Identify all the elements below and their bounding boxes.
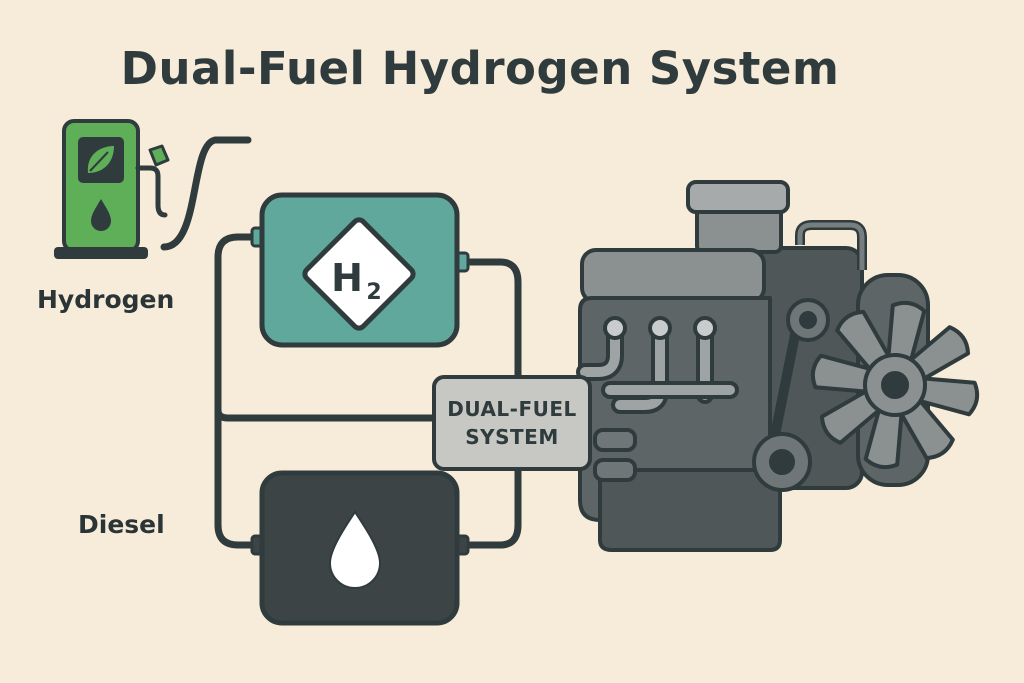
fan-icon [810,273,980,487]
pipe-h2-to-hub [453,258,522,379]
engine-side-rib-1 [593,428,637,452]
pipe-left-loop [214,233,266,549]
fuel-pump-icon [54,119,170,259]
water-drop-icon [91,199,111,231]
pump-nozzle-handle [148,144,170,167]
diagram-title: Dual-Fuel Hydrogen System [120,42,840,95]
hub-label-line1: DUAL-FUEL [447,397,577,421]
engine-side-rib-2 [593,458,637,482]
engine-bracket-inner [797,222,865,270]
engine-air-cleaner-cap [686,180,790,214]
dual-fuel-system-box: DUAL-FUEL SYSTEM [432,375,592,471]
hydrogen-label: Hydrogen [37,285,175,314]
engine-valve-cover [580,248,766,304]
pump-hose [160,136,252,251]
pipes [160,136,624,549]
h2-subscript: 2 [366,280,381,305]
diesel-label: Diesel [78,510,165,539]
diesel-tank [259,470,460,626]
pipe-left-to-hub [214,406,436,422]
hydrogen-h2-icon: H 2 [302,217,416,331]
engine-pulley-upper-hub [799,311,817,329]
engine-port-1 [603,316,627,340]
fan-hub-center [881,371,909,399]
engine-oil-pan [598,468,782,552]
engine-port-2 [648,316,672,340]
engine-port-3 [693,316,717,340]
h2-symbol: H [331,256,363,300]
engine-manifold [576,321,739,414]
pump-nozzle [135,165,168,218]
pipe-diesel-to-hub [453,467,522,549]
hydrogen-tank: H 2 [259,192,460,348]
hub-label-line2: SYSTEM [465,425,559,449]
leaf-icon [87,146,114,173]
pump-base [54,247,148,259]
engine-pulley-lower-hub [769,449,795,475]
oil-drop-icon [328,510,382,589]
